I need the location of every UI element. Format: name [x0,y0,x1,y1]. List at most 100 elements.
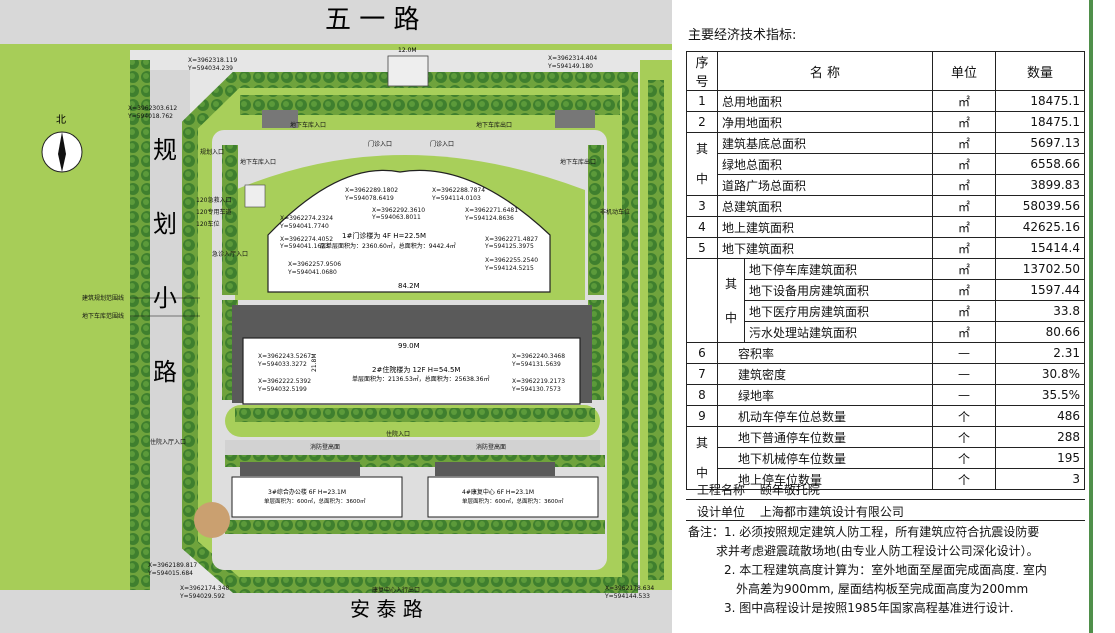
project-name-value: 颐年敬托院 [759,483,820,497]
table-row: 其中 地下停车库建筑面积 ㎡ 13702.50 [686,258,1085,343]
svg-text:X=3962292.3610: X=3962292.3610 [372,207,425,214]
svg-text:急诊入厅入口: 急诊入厅入口 [212,250,248,258]
svg-text:Y=594078.6419: Y=594078.6419 [344,195,394,202]
note-line-1: 备注：1. 必须按照规定建筑人防工程，所有建筑应符合抗震设防要 [688,525,1040,539]
bottom-road [0,590,672,633]
table-row: 8 绿地率 — 35.5% [686,384,1085,406]
top-road [0,0,672,44]
accent-bar [1089,0,1115,633]
svg-text:X=3962271.4827: X=3962271.4827 [485,236,538,243]
svg-text:X=3962257.9506: X=3962257.9506 [288,261,341,268]
note-line-5: 3. 图中高程设计是按照1985年国家高程基准进行设计. [724,601,1014,615]
coord-sw-x: X=3962189.817 [148,562,197,569]
table-row: 地下设备用房建筑面积 ㎡ 1597.44 [687,279,1085,301]
header-no: 序号 [686,51,718,91]
building-2-coordinates: X=3962243.5267 Y=594033.3272 X=3962240.3… [257,353,565,393]
svg-text:Y=594131.5639: Y=594131.5639 [511,361,561,368]
note-line-4: 外高差为900mm, 屋面结构板至完成面高度为200mm [736,582,1029,596]
road-name-top: 五 一 路 [325,5,420,35]
building-1 [267,169,551,293]
notes: 备注：1. 必须按照规定建筑人防工程，所有建筑应符合抗震设防要 求并考虑避震疏散… [688,523,1088,618]
road-name-left-4: 路 [153,358,177,386]
corner-coordinates: X=3962318.119 Y=594034.239 X=3962314.404… [127,55,654,600]
note-line-2: 求并考虑避震疏散场地(由专业人防工程设计公司深化设计）。 [716,544,1039,558]
site-plan: 北 五 一 路 安 泰 路 规 划 小 路 12.0M X=3962318.11… [0,0,672,633]
north-arrow-icon [41,131,83,173]
svg-text:X=3962219.2173: X=3962219.2173 [512,378,565,385]
table-row: 地下医疗用房建筑面积 ㎡ 33.8 [687,300,1085,322]
plan-labels: 地下车库入口 地下车库出口 门诊入口 门诊入口 住院入口 消防登高面 消防登高面… [82,121,630,594]
svg-text:门诊入口: 门诊入口 [430,140,454,148]
building-4 [427,476,599,518]
table-row: 7 建筑密度 — 30.8% [686,363,1085,385]
svg-text:规划入口: 规划入口 [200,148,224,156]
svg-text:康复中心入行出口: 康复中心入行出口 [372,586,420,594]
coord-w-y: Y=594018.762 [127,113,173,120]
project-name-row: 工程名称 颐年敬托院 [686,481,1085,498]
north-label: 北 [56,114,66,126]
svg-text:120急救入口: 120急救入口 [196,196,231,204]
site-plan-drawing: 北 五 一 路 安 泰 路 规 划 小 路 12.0M X=3962318.11… [0,0,672,633]
svg-text:X=3962222.5392: X=3962222.5392 [258,378,311,385]
svg-text:地下车库入口: 地下车库入口 [290,121,326,129]
indicator-table: 序号 名 称 单位 数量 1 总用地面积 ㎡ 18475.1 2 净用地面积 ㎡… [686,51,1085,490]
road-name-left-1: 规 [153,136,177,164]
svg-text:X=3962274.4052: X=3962274.4052 [280,236,333,243]
table-row: 道路广场总面积 ㎡ 3899.83 [687,174,1085,196]
header-qty: 数量 [995,51,1085,91]
table-title: 主要经济技术指标: [688,28,797,43]
header-name: 名 称 [717,51,933,91]
plaza-circle [194,502,230,538]
coord-ne-x: X=3962314.404 [548,55,597,62]
svg-text:120专用车道: 120专用车道 [196,208,231,216]
coord-se-x: X=3962178.634 [605,585,654,592]
table-row: 其中 地下普通停车位数量 个 288 [686,426,1085,490]
table-row: 5 地下建筑面积 ㎡ 15414.4 [686,237,1085,259]
table-row: 地上停车位数量 个 3 [687,468,1085,490]
svg-text:门诊入口: 门诊入口 [368,140,392,148]
svg-text:Y=594041.1623: Y=594041.1623 [279,243,329,250]
table-row: 4 地上建筑面积 ㎡ 42625.16 [686,216,1085,238]
building-1-coordinates: X=3962289.1802 Y=594078.6419 X=3962288.7… [279,187,538,276]
svg-text:120车位: 120车位 [196,220,219,228]
building-2 [242,337,581,405]
coord-s-x: X=3962174.348 [180,585,229,592]
table-header-row: 序号 名 称 单位 数量 [686,51,1085,91]
building-2-width: 99.0M [398,342,420,350]
building-1-width: 84.2M [398,282,420,290]
coord-nw-y: Y=594034.239 [187,65,233,72]
svg-text:X=3962255.2540: X=3962255.2540 [485,257,538,264]
garage-ramp-entrance [262,110,298,128]
main-gate [387,55,429,87]
designer-value: 上海都市建筑设计有限公司 [759,505,904,519]
svg-text:非机动车位: 非机动车位 [600,208,630,216]
svg-text:Y=594041.7740: Y=594041.7740 [279,223,329,230]
coord-w-x: X=3962303.612 [128,105,177,112]
coord-se-y: Y=594144.533 [604,593,650,600]
coord-nw-x: X=3962318.119 [188,57,237,64]
table-row: 3 总建筑面积 ㎡ 58039.56 [686,195,1085,217]
designer-key: 设计单位 [696,505,745,519]
svg-text:Y=594130.7573: Y=594130.7573 [511,386,561,393]
project-name-key: 工程名称 [696,483,745,497]
building-4-area: 单层面积为：600㎡，总面积为：3600㎡ [462,497,564,505]
table-row: 9 机动车停车位总数量 个 486 [686,405,1085,427]
table-row: 1 总用地面积 ㎡ 18475.1 [686,90,1085,112]
svg-text:地下车库入口: 地下车库入口 [240,158,276,166]
building-4-title: 4#康复中心 6F H=23.1M [462,488,534,496]
svg-text:X=3962274.2324: X=3962274.2324 [280,215,333,222]
building-3-area: 单层面积为：600㎡，总面积为：3600㎡ [264,497,366,505]
svg-text:Y=594063.8011: Y=594063.8011 [371,214,421,221]
building-3 [231,476,403,518]
svg-text:地下车库出口: 地下车库出口 [476,121,512,129]
svg-text:Y=594124.8636: Y=594124.8636 [464,215,514,222]
svg-text:地下车库出口: 地下车库出口 [560,158,596,166]
coord-sw-y: Y=594015.684 [147,570,193,577]
svg-text:建筑规划范围线: 建筑规划范围线 [82,294,124,302]
table-row: 污水处理站建筑面积 ㎡ 80.66 [687,321,1085,343]
road-name-bottom: 安 泰 路 [350,597,423,621]
svg-text:消防登高面: 消防登高面 [476,443,506,451]
table-row: 地下机械停车位数量 个 195 [687,447,1085,469]
svg-text:Y=594033.3272: Y=594033.3272 [257,361,307,368]
svg-text:X=3962288.7874: X=3962288.7874 [432,187,485,194]
